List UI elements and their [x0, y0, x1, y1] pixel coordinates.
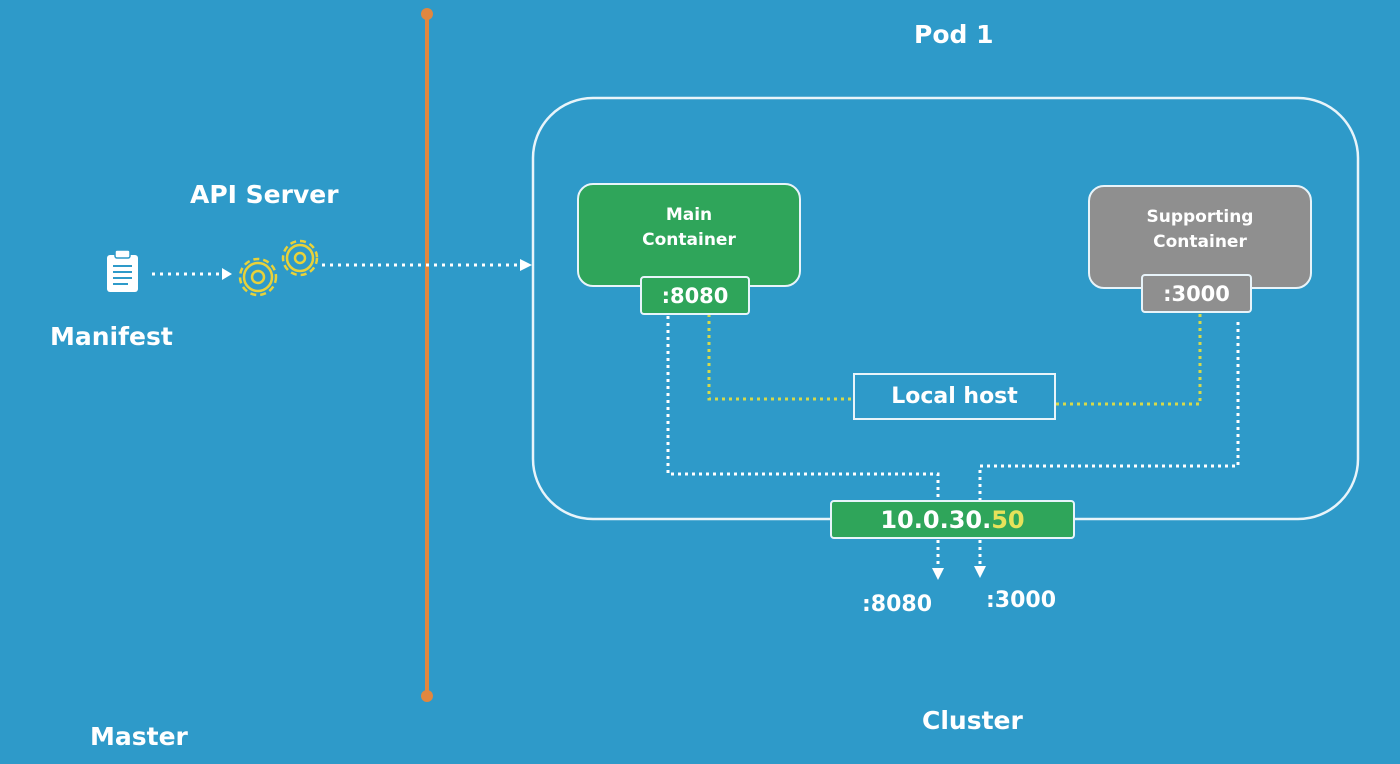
exposed-port-8080: :8080 — [862, 592, 933, 617]
exposed-port-3000: :3000 — [986, 588, 1057, 613]
main-container-label-line2: Container — [642, 230, 736, 250]
supporting-container-label-line2: Container — [1153, 232, 1247, 252]
exposed-8080-arrowhead — [932, 568, 944, 580]
cluster-title: Cluster — [922, 706, 1023, 735]
localhost-box: Local host — [853, 373, 1056, 420]
clipboard-icon — [107, 249, 138, 292]
manifest-label: Manifest — [50, 322, 173, 351]
main-port-route — [666, 316, 940, 500]
exposed-3000-arrowhead — [974, 566, 986, 578]
pod-ip-prefix: 10.0.30. — [880, 505, 992, 534]
pod-arrowhead — [520, 259, 532, 271]
supporting-port-route — [978, 322, 1240, 500]
main-to-localhost-link — [707, 314, 853, 401]
gears-icon — [238, 239, 319, 297]
api-server-label: API Server — [190, 180, 339, 209]
main-container[interactable]: Main Container — [577, 183, 801, 287]
supporting-container-label-line1: Supporting — [1146, 207, 1254, 227]
pod-ip: 10.0.30.50 — [830, 500, 1075, 539]
divider-top-dot — [421, 8, 433, 20]
pod-title: Pod 1 — [914, 20, 994, 49]
manifest-arrowhead — [222, 268, 232, 280]
pod-ip-suffix: 50 — [991, 505, 1025, 534]
supporting-container-port: :3000 — [1141, 274, 1252, 313]
main-container-port: :8080 — [640, 276, 750, 315]
main-container-label-line1: Main — [665, 205, 713, 225]
master-title: Master — [90, 722, 188, 751]
supporting-to-localhost-link — [1056, 314, 1202, 406]
divider-bottom-dot — [421, 690, 433, 702]
